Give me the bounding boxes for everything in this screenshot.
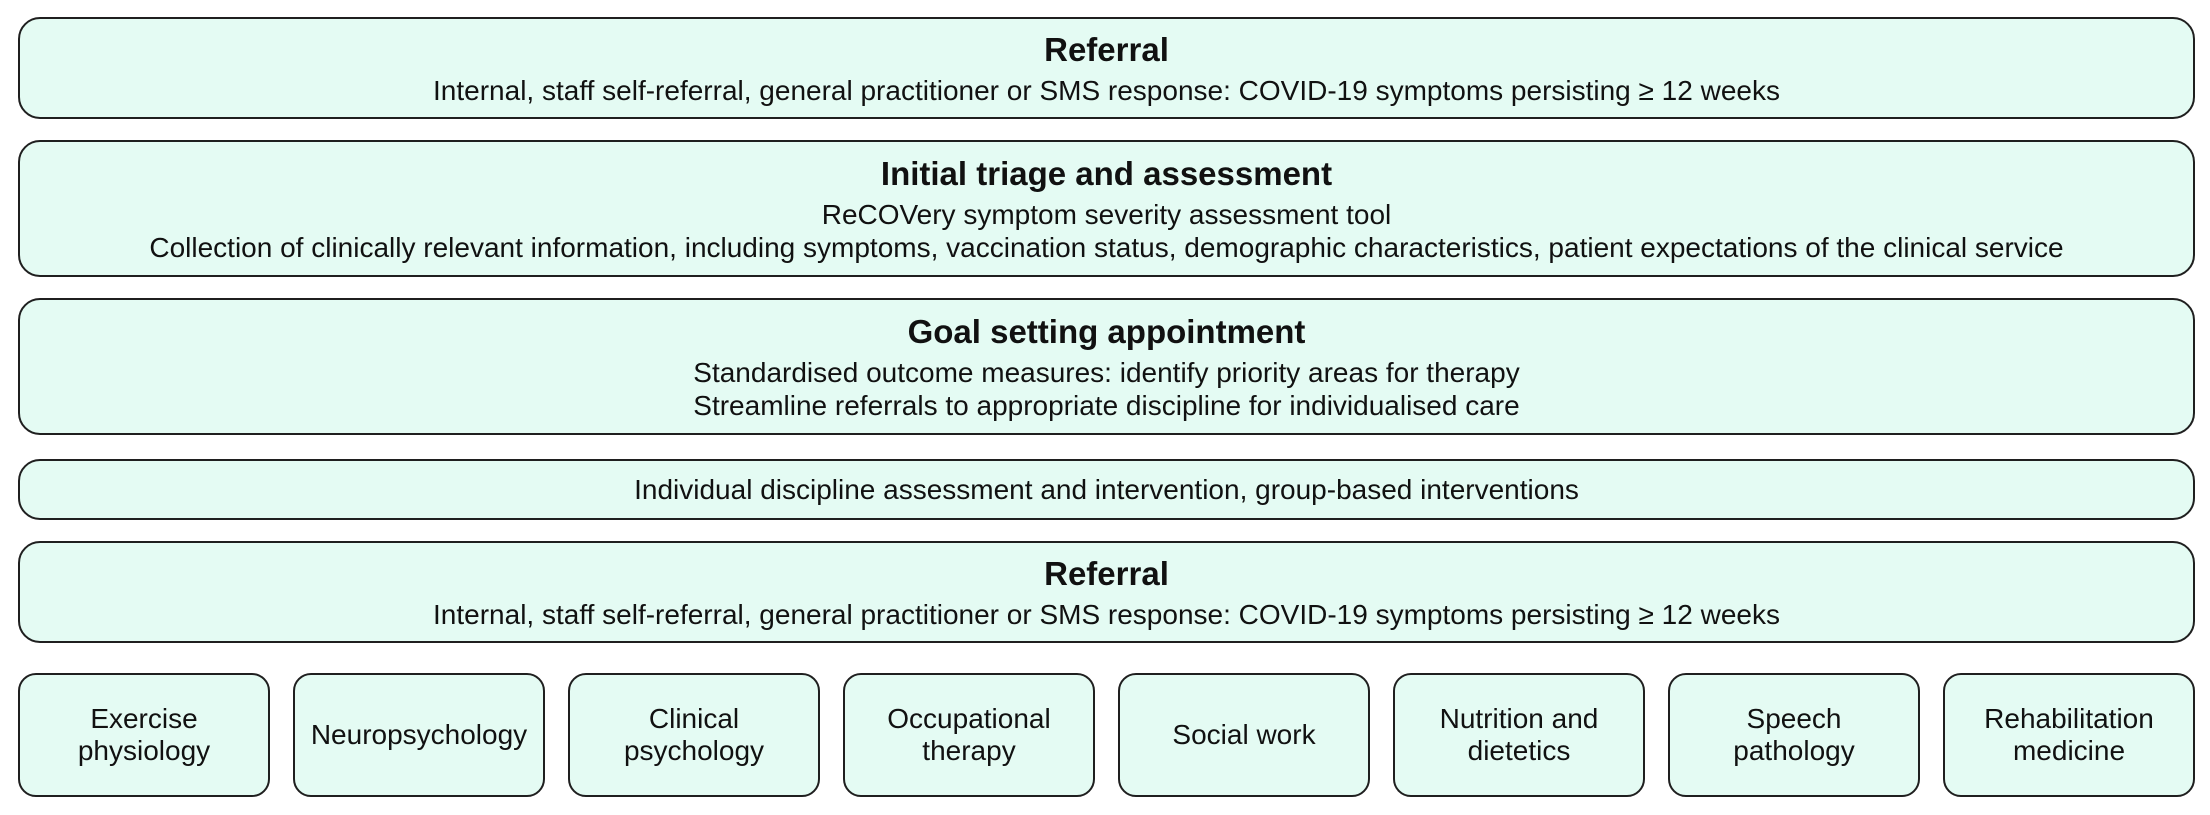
discipline-label: therapy [922, 735, 1016, 766]
discipline-label: dietetics [1467, 735, 1571, 766]
discipline-clinical-psychology: Clinical psychology [568, 673, 820, 797]
discipline-label: Rehabilitation [1984, 703, 2154, 734]
discipline-label: Speech [1746, 703, 1842, 734]
discipline-row: Exercise physiology Neuropsychology Clin… [18, 673, 2195, 797]
discipline-label: Clinical [648, 703, 740, 734]
discipline-label: psychology [623, 735, 765, 766]
discipline-label: Social work [1172, 719, 1316, 750]
clinical-information-text: Collection of clinically relevant inform… [149, 231, 2064, 263]
discipline-label: pathology [1733, 735, 1855, 766]
referral-title: Referral [1044, 554, 1169, 592]
discipline-label: physiology [77, 735, 211, 766]
initial-triage-box: Initial triage and assessment ReCOVery s… [18, 140, 2195, 277]
outcome-measures-text: Standardised outcome measures: identify … [693, 356, 1520, 388]
referral-title: Referral [1044, 30, 1169, 68]
discipline-speech-pathology: Speech pathology [1668, 673, 1920, 797]
referral-description: Internal, staff self-referral, general p… [433, 598, 1780, 630]
discipline-rehabilitation-medicine: Rehabilitation medicine [1943, 673, 2195, 797]
discipline-label: Occupational [887, 703, 1051, 734]
discipline-occupational-therapy: Occupational therapy [843, 673, 1095, 797]
goal-setting-box: Goal setting appointment Standardised ou… [18, 298, 2195, 435]
discipline-label: Nutrition and [1439, 703, 1599, 734]
discipline-social-work: Social work [1118, 673, 1370, 797]
discipline-exercise-physiology: Exercise physiology [18, 673, 270, 797]
referral-box-top: Referral Internal, staff self-referral, … [18, 17, 2195, 119]
individual-discipline-text: Individual discipline assessment and int… [634, 474, 1579, 505]
discipline-label: Exercise [90, 703, 198, 734]
referral-description: Internal, staff self-referral, general p… [433, 74, 1780, 106]
referral-box-bottom: Referral Internal, staff self-referral, … [18, 541, 2195, 643]
recovery-tool-text: ReCOVery symptom severity assessment too… [821, 198, 1392, 230]
streamline-referrals-text: Streamline referrals to appropriate disc… [693, 389, 1520, 421]
initial-triage-title: Initial triage and assessment [880, 154, 1333, 192]
discipline-neuropsychology: Neuropsychology [293, 673, 545, 797]
discipline-label: Neuropsychology [310, 719, 528, 750]
discipline-nutrition-dietetics: Nutrition and dietetics [1393, 673, 1645, 797]
goal-setting-title: Goal setting appointment [907, 312, 1306, 350]
discipline-label: medicine [2012, 735, 2126, 766]
individual-discipline-box: Individual discipline assessment and int… [18, 459, 2195, 520]
